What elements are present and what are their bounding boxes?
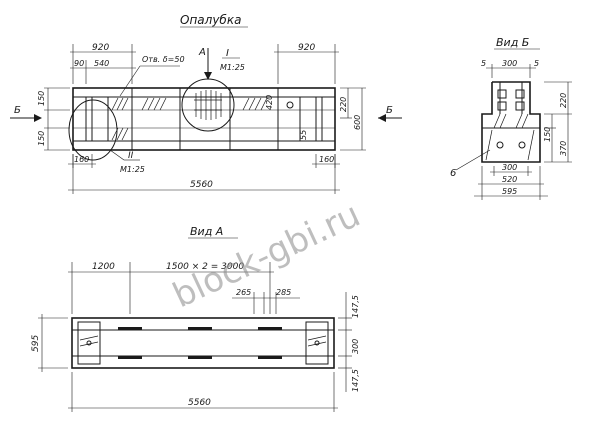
dim-right-920: 920 <box>298 43 315 53</box>
arrow-a-icon <box>204 72 212 80</box>
arrow-b-right-icon <box>378 114 386 122</box>
view-a-dim-147-5-top: 147,5 <box>351 295 360 318</box>
view-a-dim-285: 285 <box>276 288 291 297</box>
detail-circle-II <box>68 99 118 161</box>
view-a: Вид А 1200 1500 × 2 <box>31 225 360 412</box>
title-opalubka: Опалубка <box>180 13 241 27</box>
view-a-dim-147-5-bottom: 147,5 <box>351 369 360 392</box>
section-outline <box>481 81 541 163</box>
dim-left-920: 920 <box>92 43 109 53</box>
view-b-dim-220: 220 <box>559 93 568 108</box>
callout-II-mark: II <box>128 151 134 161</box>
dim-540: 540 <box>94 59 109 68</box>
dim-600: 600 <box>353 115 362 130</box>
view-b-dim-150: 150 <box>543 127 552 142</box>
view-b-leader-6: 6 <box>450 168 456 179</box>
dim-150-top: 150 <box>37 91 46 106</box>
beam-outline <box>72 87 336 151</box>
callout-a-label: А <box>198 47 206 58</box>
dim-total-length: 5560 <box>190 180 213 190</box>
view-b: Вид Б 5 300 5 <box>450 36 572 200</box>
callout-I-mark: I <box>226 48 229 59</box>
view-b-dim-5-left: 5 <box>481 59 486 68</box>
view-b-dim-300-top: 300 <box>502 59 517 68</box>
view-a-dim-595: 595 <box>31 335 41 352</box>
dim-420: 420 <box>265 95 274 110</box>
slot-markers <box>118 327 282 359</box>
callout-I-scale: М1:25 <box>220 63 245 72</box>
plan-outline <box>71 317 335 369</box>
callout-b-left: Б <box>14 105 21 116</box>
view-a-dim-formula: 1500 × 2 = 3000 <box>166 262 244 272</box>
dim-55: 55 <box>299 130 308 140</box>
callout-II-scale: М1:25 <box>120 165 145 174</box>
view-a-dim-300: 300 <box>351 339 360 354</box>
dim-90: 90 <box>74 59 84 68</box>
dim-160-left: 160 <box>74 155 89 164</box>
detail-circle-I <box>181 78 235 132</box>
dim-150-bottom: 150 <box>37 131 46 146</box>
dim-220: 220 <box>339 97 348 112</box>
view-b-dim-520: 520 <box>502 175 517 184</box>
elevation-view: А I М1:25 Отв. δ=50 Б Б 920 920 90 540 <box>10 43 402 194</box>
view-b-dim-595: 595 <box>502 187 517 196</box>
view-b-dim-5-right: 5 <box>534 59 539 68</box>
view-a-dim-5560: 5560 <box>188 398 211 408</box>
hole-note: Отв. δ=50 <box>142 55 185 64</box>
view-a-title: Вид А <box>190 225 223 238</box>
callout-b-right: Б <box>386 105 393 116</box>
view-b-dim-370: 370 <box>559 141 568 156</box>
view-b-dim-300-bottom: 300 <box>502 163 517 172</box>
dim-160-right: 160 <box>319 155 334 164</box>
view-a-dim-1200: 1200 <box>92 262 115 272</box>
view-a-dim-265: 265 <box>236 288 251 297</box>
view-b-title: Вид Б <box>496 36 529 49</box>
arrow-b-left-icon <box>34 114 42 122</box>
hole-symbol <box>286 101 294 109</box>
